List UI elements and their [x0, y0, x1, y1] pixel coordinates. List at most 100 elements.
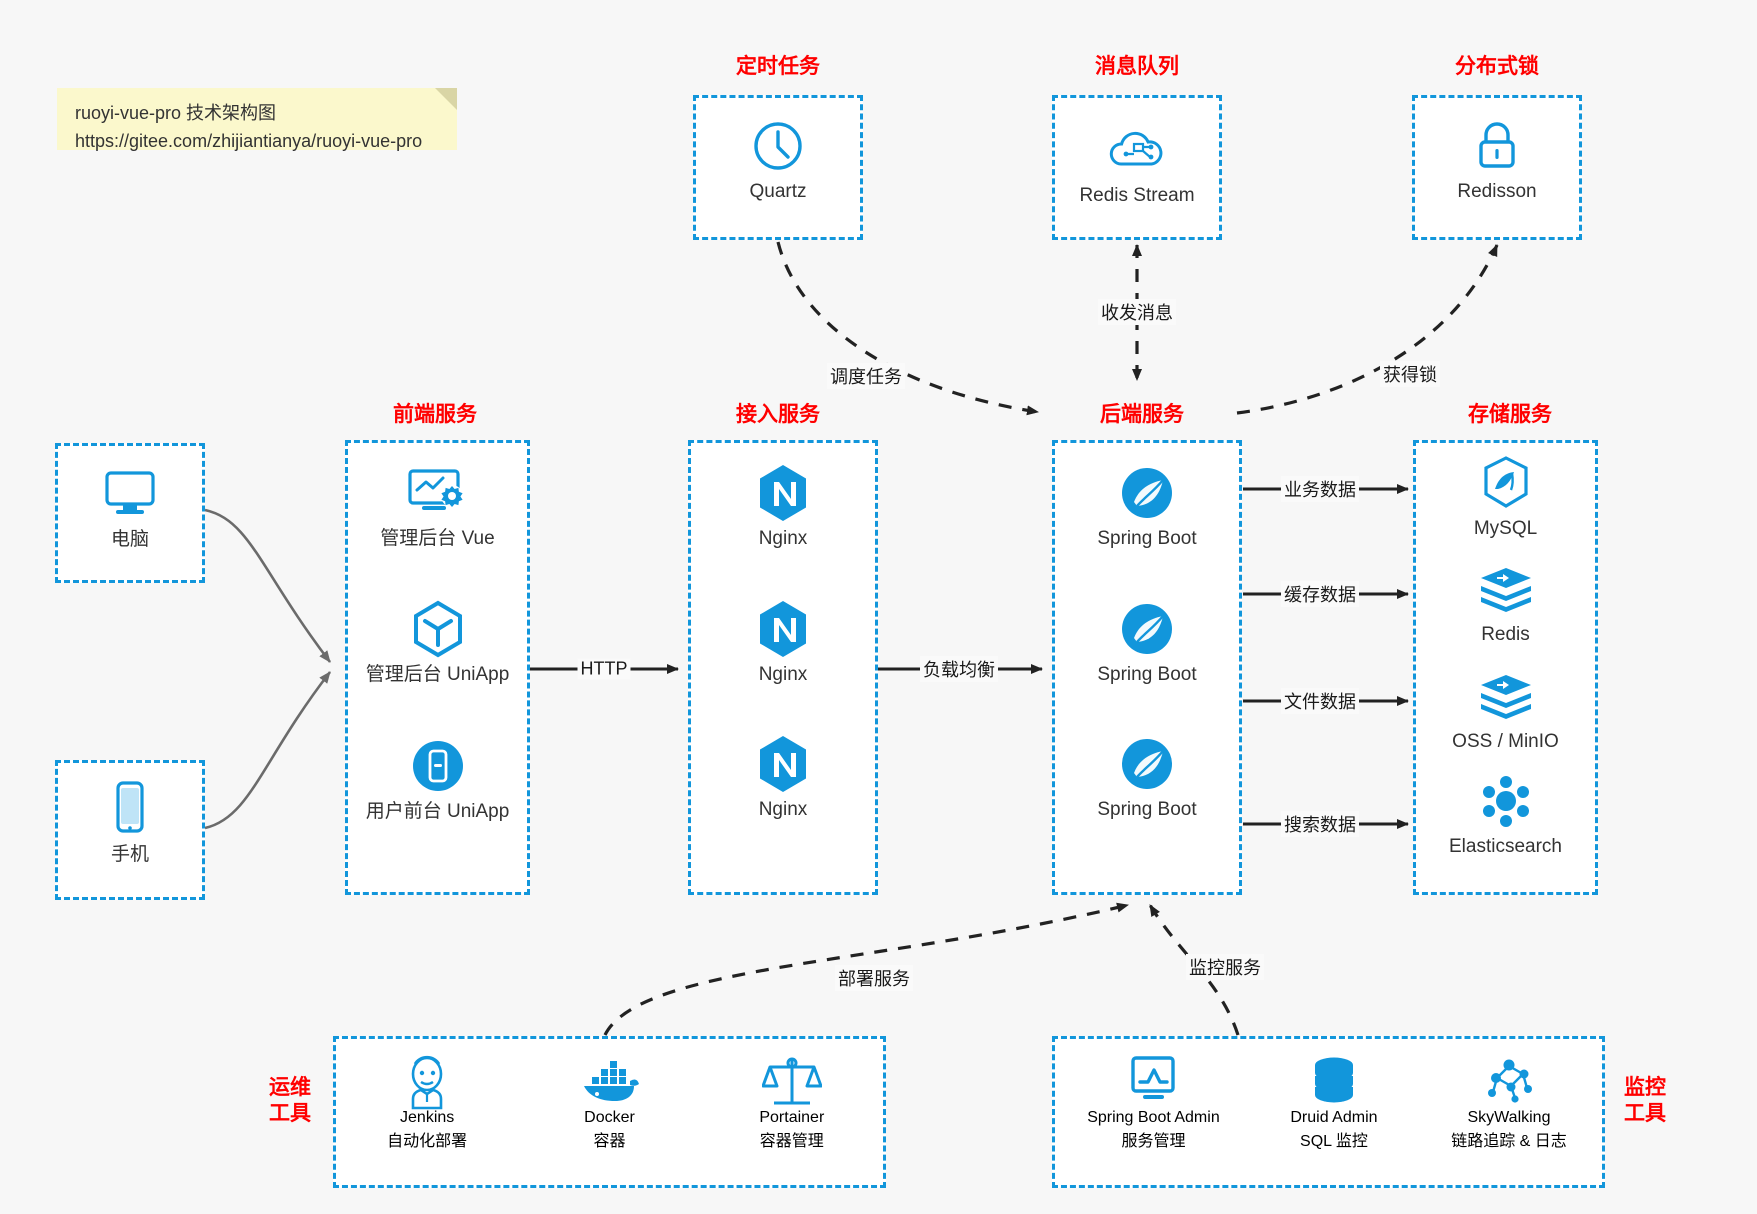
tool-skywalking: SkyWalking 链路追踪 & 日志 [1416, 1053, 1602, 1151]
node-oss-minio: OSS / MinIO [1416, 668, 1595, 755]
node-redis-label: Redis [1481, 624, 1530, 645]
message-queue-box[interactable]: Redis Stream [1052, 95, 1222, 240]
note-line-url: https://gitee.com/zhijiantianya/ruoyi-vu… [75, 130, 423, 151]
node-nginx-3: Nginx [691, 736, 875, 823]
scheduled-task-box[interactable]: Quartz [693, 95, 863, 240]
node-mobile-label: 手机 [110, 844, 149, 865]
node-redisson-label: Redisson [1457, 181, 1537, 202]
nginx-icon [691, 736, 875, 792]
tool-spring-boot-admin: Spring Boot Admin 服务管理 [1055, 1053, 1252, 1151]
group-title-backend: 后端服务 [1100, 403, 1184, 426]
edge-label-file-data: 文件数据 [1281, 688, 1359, 714]
node-spring-boot-3: Spring Boot [1055, 736, 1239, 823]
node-desktop-label: 电脑 [110, 529, 149, 550]
node-elasticsearch: Elasticsearch [1416, 773, 1595, 860]
edge-label-monitor-service: 监控服务 [1186, 954, 1264, 980]
tool-docker-sub: 容器 [593, 1133, 626, 1150]
group-title-devops-line1: 运维 [269, 1076, 311, 1099]
phone-app-icon [348, 738, 527, 794]
database-icon [1252, 1053, 1416, 1109]
tool-druid-admin-sub: SQL 监控 [1300, 1133, 1368, 1150]
cloud-stream-icon [1055, 122, 1219, 178]
note-line-title: ruoyi-vue-pro 技术架构图 [75, 103, 277, 123]
node-nginx-3-label: Nginx [758, 799, 808, 820]
storage-services-box[interactable]: MySQL Redis OSS [1413, 440, 1598, 895]
edge-label-deploy-service: 部署服务 [835, 965, 913, 991]
edge-label-load-balance: 负载均衡 [920, 656, 998, 682]
group-title-scheduled-task: 定时任务 [736, 55, 820, 78]
node-oss-minio-label: OSS / MinIO [1452, 731, 1559, 752]
jenkins-icon [337, 1053, 518, 1110]
edge-label-schedule-task: 调度任务 [827, 363, 905, 389]
lock-icon [1415, 118, 1579, 174]
node-nginx-1-label: Nginx [758, 528, 808, 549]
node-nginx-2: Nginx [691, 601, 875, 688]
client-mobile-box[interactable]: 手机 [55, 760, 205, 900]
node-spring-boot-3-label: Spring Boot [1097, 799, 1197, 820]
node-mysql-label: MySQL [1473, 518, 1538, 539]
group-title-monitor-line1: 监控 [1624, 1076, 1666, 1099]
node-admin-uniapp-label: 管理后台 UniApp [365, 664, 510, 685]
node-redis: Redis [1416, 561, 1595, 648]
tool-portainer: Portainer 容器管理 [702, 1053, 883, 1151]
tool-druid-admin-label: Druid Admin [1290, 1109, 1378, 1126]
mobile-icon [58, 781, 202, 837]
node-mobile: 手机 [58, 781, 202, 868]
frontend-services-box[interactable]: 管理后台 Vue 管理后台 UniApp 用户前台 UniApp [345, 440, 530, 895]
note-fold-corner [435, 88, 457, 110]
nginx-icon [691, 601, 875, 657]
devops-tools-box[interactable]: Jenkins 自动化部署 [333, 1036, 886, 1188]
node-nginx-2-label: Nginx [758, 664, 808, 685]
group-title-devops: 运维 工具 [255, 1075, 325, 1128]
tool-spring-boot-admin-sub: 服务管理 [1121, 1133, 1186, 1150]
node-quartz-label: Quartz [749, 181, 807, 202]
tool-skywalking-sub: 链路追踪 & 日志 [1451, 1133, 1567, 1150]
edge-label-acquire-lock: 获得锁 [1380, 361, 1440, 387]
sticky-note: ruoyi-vue-pro 技术架构图 https://gitee.com/zh… [57, 88, 457, 151]
tool-druid-admin: Druid Admin SQL 监控 [1252, 1053, 1416, 1151]
edge-label-business-data: 业务数据 [1281, 476, 1359, 502]
backend-services-box[interactable]: Spring Boot Spring Boot Spring Boot [1052, 440, 1242, 895]
skywalking-icon [1416, 1053, 1602, 1109]
group-title-message-queue: 消息队列 [1095, 55, 1179, 78]
tool-portainer-label: Portainer [759, 1109, 825, 1126]
client-desktop-box[interactable]: 电脑 [55, 443, 205, 583]
node-user-uniapp-label: 用户前台 UniApp [365, 801, 510, 822]
redis-icon [1416, 561, 1595, 617]
group-title-devops-line2: 工具 [269, 1102, 311, 1126]
gateway-services-box[interactable]: Nginx Nginx Nginx [688, 440, 878, 895]
nginx-icon [691, 465, 875, 521]
group-title-monitor: 监控 工具 [1610, 1075, 1680, 1128]
group-title-frontend: 前端服务 [393, 403, 477, 426]
clock-icon [696, 118, 860, 174]
cube-icon [348, 600, 527, 658]
oss-minio-icon [1416, 668, 1595, 724]
tool-skywalking-label: SkyWalking [1467, 1109, 1551, 1126]
mysql-icon [1416, 455, 1595, 511]
node-desktop: 电脑 [58, 466, 202, 553]
node-admin-uniapp: 管理后台 UniApp [348, 600, 527, 688]
edge-label-send-receive-message: 收发消息 [1098, 299, 1176, 325]
tool-jenkins: Jenkins 自动化部署 [337, 1053, 518, 1151]
spring-boot-icon [1055, 601, 1239, 657]
node-quartz: Quartz [696, 118, 860, 205]
monitor-tools-box[interactable]: Spring Boot Admin 服务管理 Druid Admin SQL 监… [1052, 1036, 1605, 1188]
node-elasticsearch-label: Elasticsearch [1449, 836, 1562, 857]
tool-spring-boot-admin-label: Spring Boot Admin [1087, 1109, 1220, 1126]
group-title-gateway: 接入服务 [736, 403, 820, 426]
devops-tools-row: Jenkins 自动化部署 [336, 1053, 883, 1151]
elasticsearch-icon [1416, 773, 1595, 829]
tool-jenkins-sub: 自动化部署 [387, 1133, 468, 1150]
node-nginx-1: Nginx [691, 465, 875, 552]
monitor-tools-row: Spring Boot Admin 服务管理 Druid Admin SQL 监… [1055, 1053, 1602, 1151]
distributed-lock-box[interactable]: Redisson [1412, 95, 1582, 240]
node-mysql: MySQL [1416, 455, 1595, 542]
spring-boot-icon [1055, 465, 1239, 521]
tool-portainer-sub: 容器管理 [759, 1133, 824, 1150]
node-redisson: Redisson [1415, 118, 1579, 205]
edge-label-search-data: 搜索数据 [1281, 811, 1359, 837]
desktop-icon [58, 466, 202, 522]
tool-docker: Docker 容器 [519, 1053, 700, 1151]
node-spring-boot-1: Spring Boot [1055, 465, 1239, 552]
